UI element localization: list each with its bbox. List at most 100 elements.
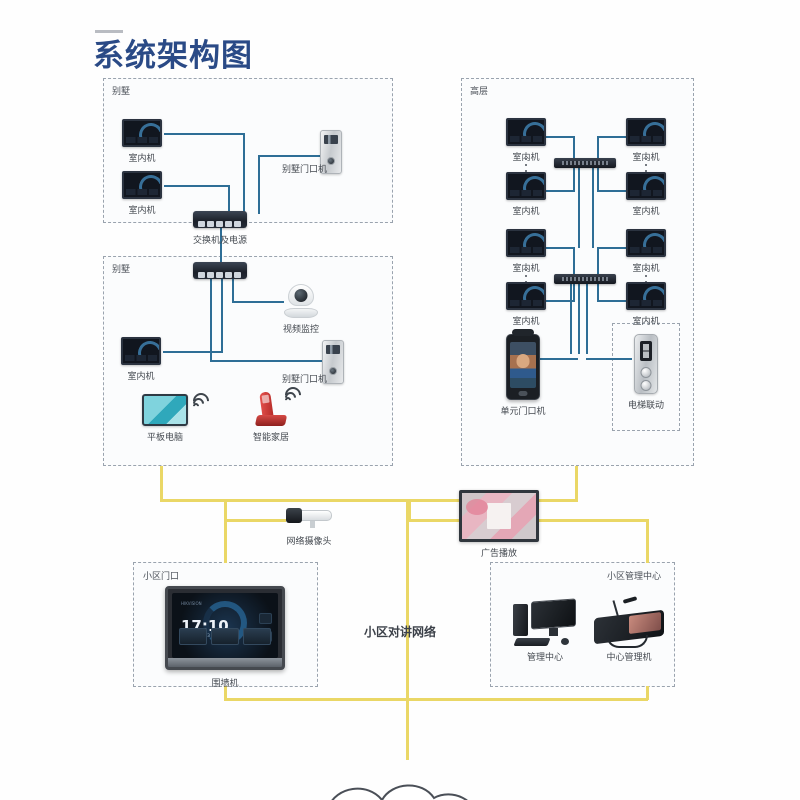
ybone-gate-bottom-v [224, 686, 227, 700]
device-ad-player[interactable]: 广告播放 [459, 490, 539, 559]
wire-elevator-h [586, 358, 632, 360]
ptz-dome-camera [284, 284, 318, 318]
indoor-monitor-screen [121, 337, 161, 365]
wire-villa-bot-m1 [163, 351, 223, 353]
screen-key-3[interactable] [243, 628, 271, 645]
device-indoor-monitor-h8[interactable]: 室内机 [626, 282, 666, 327]
title-rule [95, 30, 123, 33]
device-rack-switch-upper[interactable] [554, 158, 616, 168]
cloud-outline [331, 784, 468, 800]
wifi-signal-icon [189, 389, 213, 413]
indoor-monitor-screen [506, 282, 546, 310]
device-wall-station[interactable]: HIKVISION 17:10 2022-09-03 Saturday 围墙机 [165, 586, 285, 689]
device-switch-bottom[interactable] [193, 262, 247, 279]
indoor-monitor-screen [122, 119, 162, 147]
device-video-surveillance[interactable]: 视频监控 [283, 284, 319, 335]
device-indoor-monitor-v3[interactable]: 室内机 [121, 337, 161, 382]
camera-lens-icon [286, 508, 302, 523]
zone-highrise-label: 高层 [470, 87, 489, 97]
screen-side-button-call[interactable] [259, 613, 272, 624]
console-cord [606, 635, 648, 648]
device-caption: 别墅门口机 [282, 375, 328, 385]
wire-hr-u-m4-v [597, 164, 599, 192]
ybone-center-v [406, 499, 409, 700]
wire-hr-u-m3 [546, 190, 575, 192]
device-unit-door-station[interactable]: 单元门口机 [500, 329, 546, 417]
device-rack-switch-lower[interactable] [554, 274, 616, 284]
device-caption: 围墙机 [211, 679, 239, 689]
device-tablet[interactable]: 平板电脑 [142, 389, 213, 443]
ybone-ad-h [408, 519, 462, 522]
device-villa-door-station-top[interactable]: 别墅门口机 [282, 130, 342, 175]
wire-hr-down-c [586, 282, 588, 354]
wire-villa-bot-door-h [210, 360, 322, 362]
monitor-ellipsis-left-upper [525, 158, 527, 172]
device-caption: 视频监控 [282, 325, 320, 335]
wire-hr-u-m2 [597, 136, 626, 138]
monitor-ellipsis-right-upper [645, 158, 647, 172]
door-station-camera-bar [512, 329, 534, 336]
ybone-cloud-v [406, 698, 409, 760]
indoor-monitor-screen [506, 118, 546, 146]
wire-hr-u-m1 [546, 136, 575, 138]
door-station-button[interactable] [518, 391, 528, 396]
device-indoor-monitor-h4[interactable]: 室内机 [626, 172, 666, 217]
ybone-highrise-down [575, 466, 578, 501]
device-caption: 管理中心 [526, 653, 564, 663]
device-indoor-monitor-h1[interactable]: 室内机 [506, 118, 546, 163]
wire-villa-bot-m1-v [221, 279, 223, 352]
device-caption: 别墅门口机 [282, 165, 328, 175]
switch-ports [198, 272, 241, 278]
device-elevator-linkage[interactable]: 电梯联动 [628, 334, 664, 411]
device-caption: 室内机 [512, 207, 540, 217]
ybone-camera-v [224, 499, 227, 521]
screen-bottom-buttons[interactable] [179, 628, 271, 645]
microphone-head-icon [622, 596, 638, 604]
camera-mount [310, 521, 315, 528]
device-indoor-monitor-h5[interactable]: 室内机 [506, 229, 546, 274]
elevator-button-down[interactable] [640, 380, 652, 391]
device-villa-door-station-bottom[interactable]: 别墅门口机 [282, 340, 344, 385]
device-center-console[interactable]: 中心管理机 [592, 596, 666, 663]
device-indoor-monitor-h3[interactable]: 室内机 [626, 118, 666, 163]
page-title: 系统架构图 [93, 38, 253, 74]
wire-villa-top-m1-v [243, 133, 245, 214]
device-network-camera[interactable]: 网络摄像头 [286, 508, 332, 547]
wire-hr-u-m1-v [573, 136, 575, 163]
wall-station-body: HIKVISION 17:10 2022-09-03 Saturday [165, 586, 285, 670]
wire-hr-down-b [578, 282, 580, 354]
pc-monitor-stand [549, 628, 558, 636]
screen-key-1[interactable] [179, 628, 207, 645]
device-indoor-monitor-h6[interactable]: 室内机 [506, 282, 546, 327]
monitor-ellipsis-right-lower [645, 269, 647, 283]
device-indoor-monitor-h2[interactable]: 室内机 [506, 172, 546, 217]
elevator-button-up[interactable] [640, 367, 652, 378]
door-station-display [324, 135, 338, 144]
wire-hr-l-m2-v [597, 247, 599, 281]
zone-community-gate-label: 小区门口 [143, 572, 180, 582]
screen-key-2[interactable] [211, 628, 239, 645]
wire-villa-top-m2 [164, 185, 230, 187]
wire-hr-l-m4-v [597, 282, 599, 302]
device-caption: 室内机 [632, 207, 660, 217]
ybone-ad-v [408, 499, 411, 521]
cloud-graphic [288, 752, 528, 800]
device-management-center-pc[interactable]: 管理中心 [513, 598, 577, 663]
network-switch-body [193, 262, 247, 279]
wire-villa-top-door-h [258, 155, 320, 157]
device-indoor-monitor-v1[interactable]: 室内机 [122, 119, 162, 164]
device-switch-top[interactable]: 交换机及电源 [193, 211, 247, 246]
device-caption: 网络摄像头 [286, 537, 332, 547]
indoor-monitor-screen [122, 171, 162, 199]
camera-lens-icon [294, 289, 308, 302]
device-smart-home[interactable]: 智能家居 [253, 383, 305, 443]
device-caption: 单元门口机 [500, 407, 546, 417]
indoor-monitor-screen [626, 118, 666, 146]
device-caption: 室内机 [128, 206, 156, 216]
wire-villa-bot-ptz-v [232, 279, 234, 303]
tablet-screen [142, 394, 188, 426]
device-indoor-monitor-h7[interactable]: 室内机 [626, 229, 666, 274]
device-indoor-monitor-v2[interactable]: 室内机 [122, 171, 162, 216]
monitor-bottom-bar [126, 189, 158, 195]
ybone-camera-h [224, 519, 286, 522]
